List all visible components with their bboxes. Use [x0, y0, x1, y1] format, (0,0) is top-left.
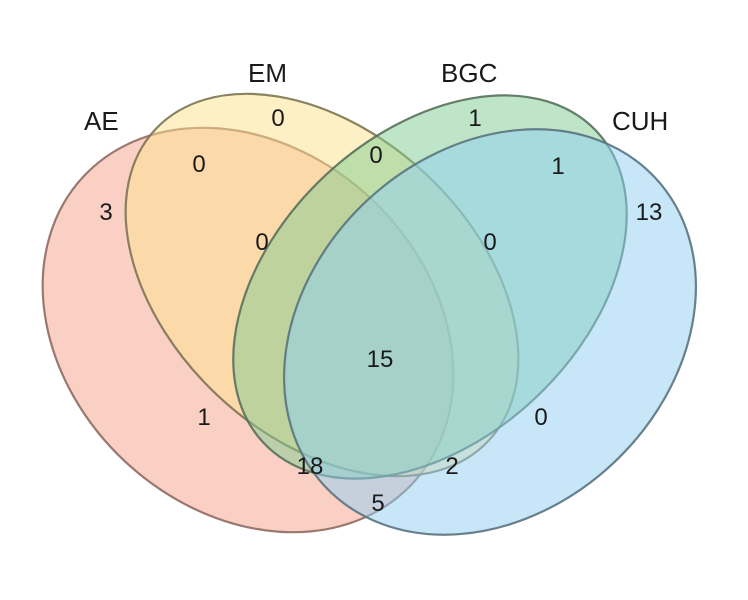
region-count-cuh-only: 13 — [636, 199, 663, 226]
set-ellipse-cuh — [283, 128, 697, 536]
region-count-ae-bgc-cuh: 18 — [297, 453, 324, 480]
region-count-bgc-cuh: 1 — [551, 153, 564, 180]
region-count-em-only: 0 — [271, 105, 284, 132]
region-count-em-bgc: 0 — [369, 142, 382, 169]
set-label-bgc: BGC — [441, 58, 497, 88]
set-label-em: EM — [248, 58, 287, 88]
region-count-ae-only: 3 — [99, 199, 112, 226]
region-count-ae-em-bgc: 0 — [255, 229, 268, 256]
region-count-em-cuh: 0 — [534, 404, 547, 431]
region-count-all: 15 — [367, 346, 394, 373]
region-count-ae-cuh: 5 — [371, 490, 384, 517]
set-label-ae: AE — [84, 106, 119, 136]
region-count-ae-bgc: 1 — [197, 404, 210, 431]
region-count-bgc-only: 1 — [468, 105, 481, 132]
region-count-em-bgc-cuh: 0 — [483, 229, 496, 256]
set-label-cuh: CUH — [612, 106, 668, 136]
region-count-ae-em-cuh: 2 — [445, 453, 458, 480]
region-count-ae-em: 0 — [192, 151, 205, 178]
